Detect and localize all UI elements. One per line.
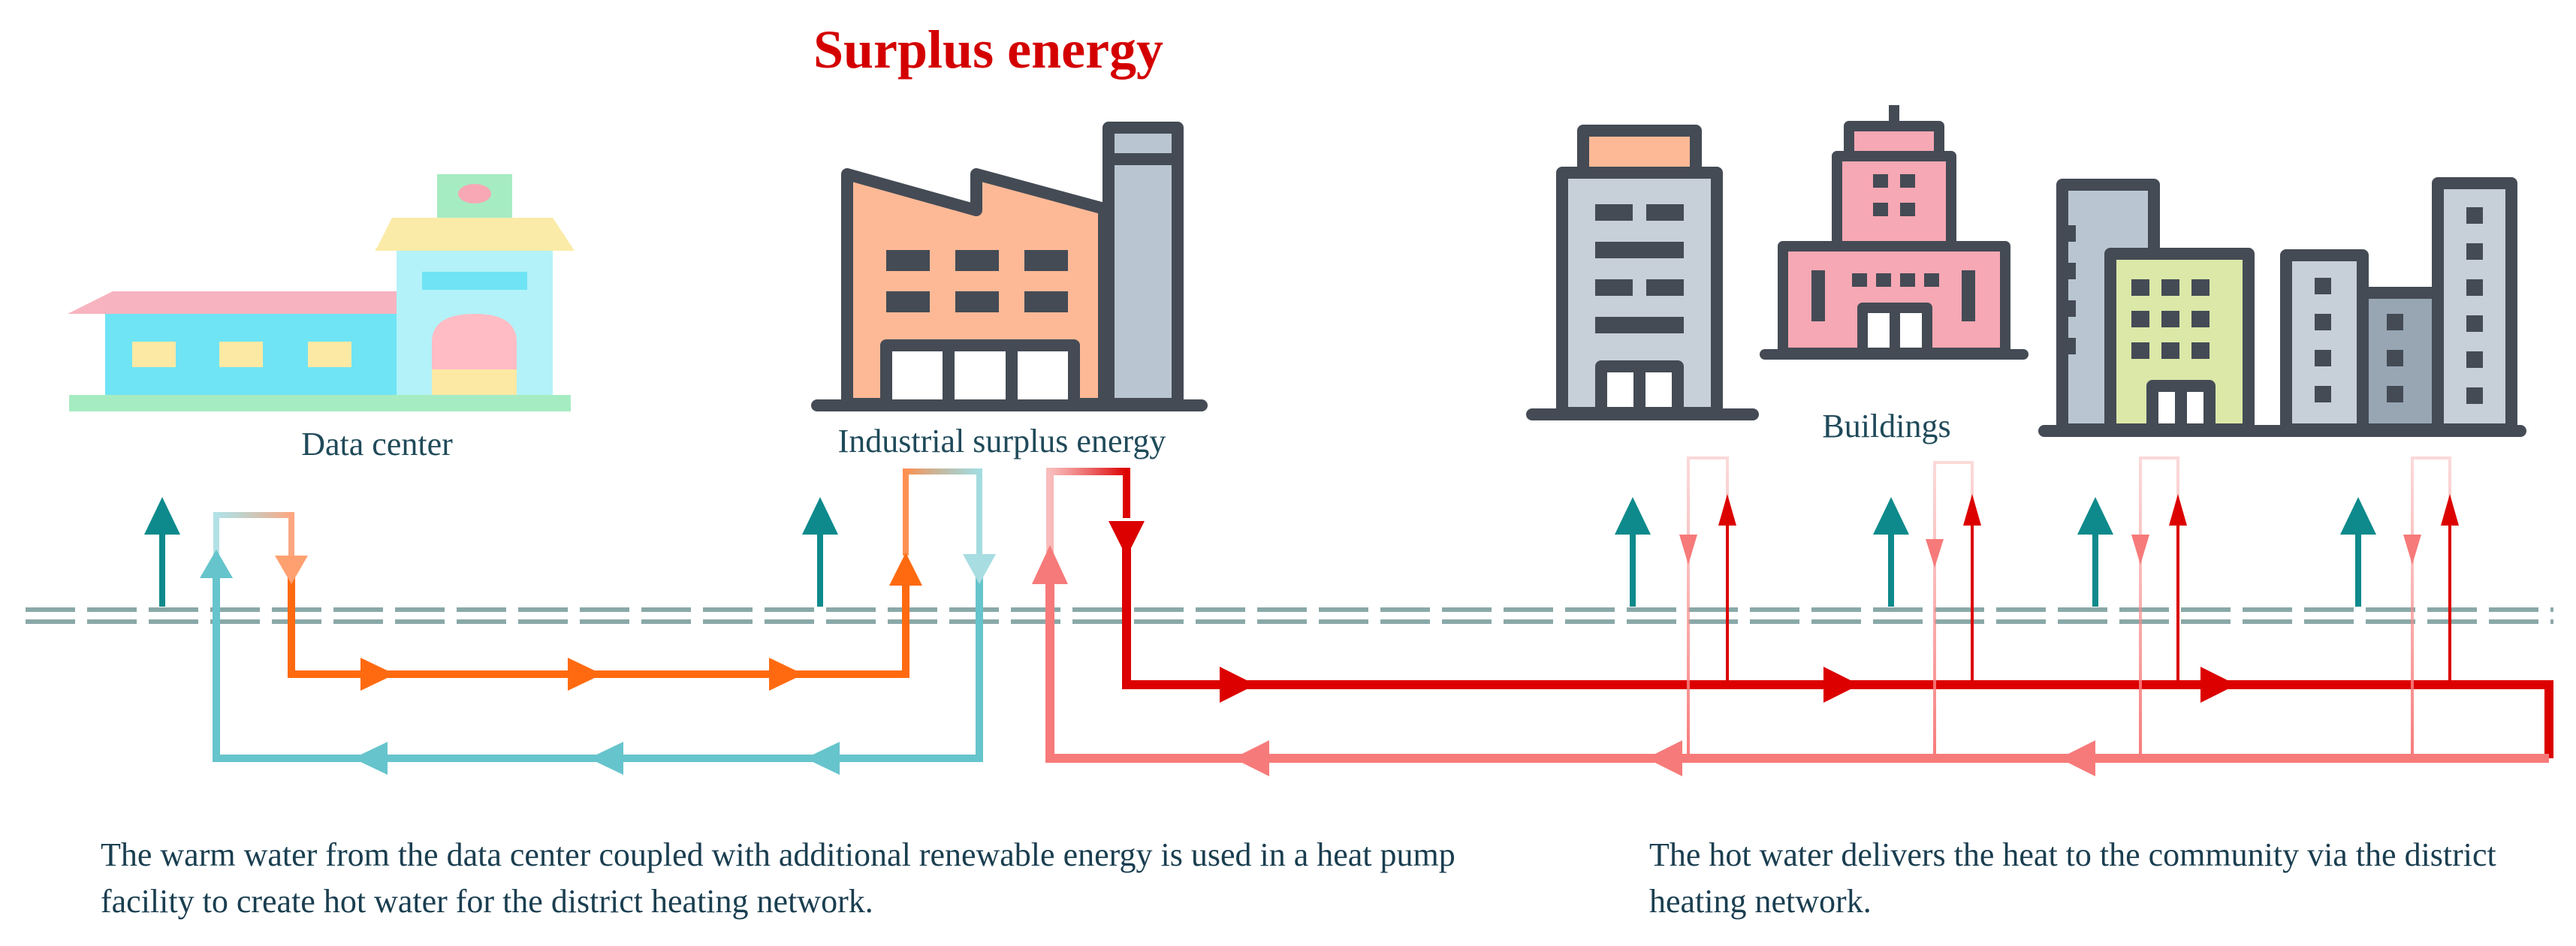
green-building-windows [2062,225,2210,359]
right-arrow-icon [360,658,395,691]
branch-building-3 [2131,456,2187,758]
warm-water-loop [213,468,983,762]
up-arrow-icon [2077,497,2113,607]
caption-right: The hot water delivers the heat to the c… [1649,836,2496,920]
up-arrow-icon [144,497,180,607]
up-arrow-icon [1873,497,1909,607]
up-arrow-icon [2340,497,2376,607]
down-arrow-icon [2131,535,2149,565]
right-arrow-icon [2200,667,2237,703]
left-arrow-icon [1233,740,1269,776]
branch-building-4 [2403,456,2459,758]
green-building-icon [2038,179,2279,437]
industrial-label: Industrial surplus energy [838,423,1166,459]
down-arrow-icon [2403,535,2421,565]
left-arrow-icon [2059,740,2095,776]
data-center-building-icon [68,174,575,411]
factory-windows [886,250,1068,312]
branch-building-2 [1926,461,1981,758]
apartment-block-icon [2259,177,2526,437]
district-heating-arrowheads [1032,521,2237,776]
up-arrow-icon [2441,494,2459,526]
office-tower-icon [1526,125,1759,420]
ground-line [26,607,2553,624]
left-arrow-icon [589,742,623,775]
down-arrow-icon [275,556,308,584]
up-arrow-icon [1032,545,1068,584]
down-arrow-icon [1109,521,1145,557]
pink-building-icon [1760,105,2029,360]
diagram-title: Surplus energy [813,20,1163,80]
left-arrow-icon [1646,740,1682,776]
data-center-label: Data center [301,426,453,462]
district-heating-loop [1045,468,2553,763]
building-branches [1679,456,2459,758]
down-arrow-icon [1926,539,1944,568]
right-arrow-icon [568,658,602,691]
up-arrow-icon [1615,497,1651,607]
office-tower-windows [1595,204,1684,333]
left-arrow-icon [805,742,840,775]
apartment-block-windows [2315,207,2483,404]
heat-up-arrows [144,497,2376,607]
up-arrow-icon [1718,494,1736,526]
down-arrow-icon [963,554,996,584]
buildings-label: Buildings [1822,408,1950,444]
up-arrow-icon [1963,494,1981,526]
up-arrow-icon [889,553,922,586]
branch-building-1 [1679,456,1736,758]
up-arrow-icon [802,497,838,607]
right-arrow-icon [769,658,804,691]
down-arrow-icon [1679,535,1697,565]
right-arrow-icon [1823,667,1860,703]
warm-water-loop-arrowheads [200,550,996,775]
left-arrow-icon [353,742,388,775]
up-arrow-icon [200,550,233,578]
factory-icon [811,122,1208,411]
right-arrow-icon [1220,667,1256,703]
up-arrow-icon [2169,494,2187,526]
pink-building-windows [1811,174,1975,321]
caption-left: The warm water from the data center coup… [101,836,1455,920]
